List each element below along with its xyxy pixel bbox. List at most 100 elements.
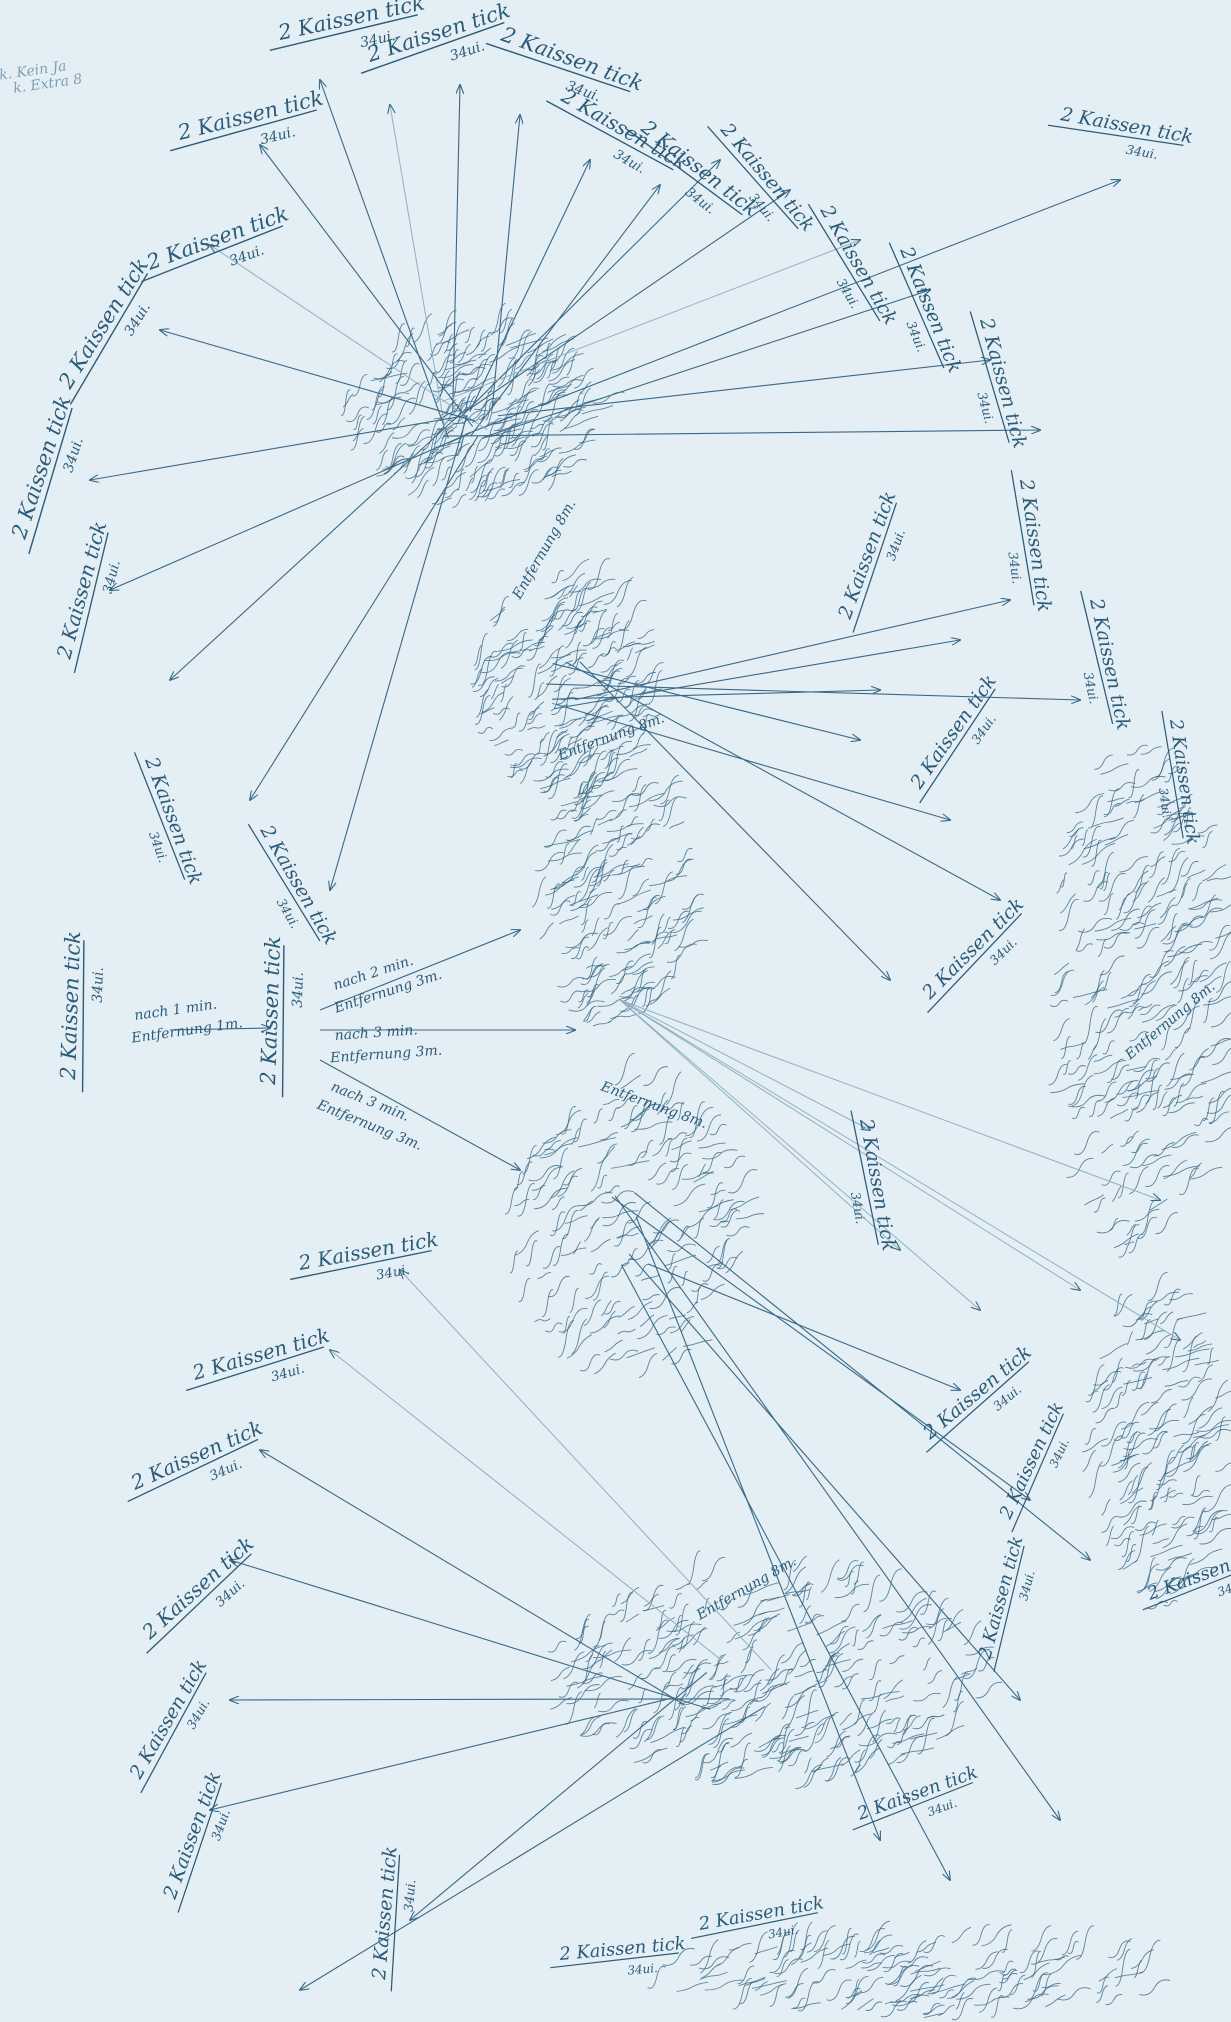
scribble-stroke (1154, 1143, 1175, 1156)
scribble-stroke (670, 1153, 691, 1162)
scribble-stroke (1164, 1319, 1182, 1348)
scribble-stroke (1145, 1069, 1158, 1103)
scribble-stroke (688, 1206, 718, 1228)
scribble-stroke (1066, 1158, 1093, 1177)
unit-label-title: 2 Kaissen tick (558, 1933, 687, 1965)
scribble-stroke (841, 1604, 859, 1621)
scribble-stroke (667, 859, 694, 881)
scribble-stroke (1097, 1098, 1114, 1116)
scribble-stroke (550, 874, 577, 889)
scribble-stroke (1160, 1312, 1173, 1324)
scribble-stroke (1190, 1441, 1208, 1462)
scribble-stroke (726, 1227, 749, 1236)
scribble-stroke (574, 1119, 587, 1142)
unit-label: 2 Kaissen tick34ui. (953, 305, 1031, 455)
scribble-stroke (1178, 1377, 1200, 1387)
scribble-stroke (540, 923, 554, 940)
unit-label: 2 Kaissen tick34ui. (994, 467, 1055, 616)
scribble-stroke (537, 1272, 551, 1278)
scribble-stroke (550, 377, 569, 384)
scribble-stroke (943, 1676, 958, 1707)
unit-label: 2 Kaissen tick34ui. (1064, 586, 1135, 736)
arrow (620, 1000, 1180, 1340)
scribble-stroke (1068, 1066, 1086, 1075)
scribble-stroke (560, 991, 582, 1002)
scribble-stroke (607, 613, 618, 638)
scribble-stroke (588, 579, 615, 588)
scribble-stroke (1131, 776, 1166, 787)
scribble-stroke (1124, 1506, 1140, 1525)
scribble-stroke (580, 1355, 600, 1371)
scribble-stroke (465, 328, 475, 343)
scribble-stroke (1024, 1963, 1050, 1980)
scribble-stroke (1151, 1292, 1179, 1301)
scribble-stroke (724, 1156, 745, 1168)
scribble-stroke (1139, 1940, 1160, 1973)
scribble-stroke (1129, 975, 1150, 1007)
scribble-stroke (664, 1255, 696, 1266)
scribble-stroke (1163, 1524, 1187, 1548)
scribble-stroke (508, 770, 523, 777)
scribble-stroke (649, 876, 687, 886)
scribble-stroke (1149, 852, 1163, 878)
scribble-stroke (1094, 1060, 1126, 1073)
unit-label-title: 2 Kaissen tick (855, 1116, 900, 1253)
scribble-stroke (630, 749, 647, 757)
scribble-stroke (546, 1323, 563, 1332)
scribble-stroke (1100, 764, 1128, 775)
scribble-stroke (1162, 1358, 1199, 1369)
scribble-stroke (446, 322, 465, 350)
scribble-stroke (851, 1581, 858, 1594)
scribble-stroke (481, 333, 491, 351)
arrow (170, 407, 468, 680)
scribble-stroke (1102, 1516, 1118, 1532)
scribble-stroke (509, 473, 519, 487)
scribble-stroke (1167, 1340, 1179, 1371)
scribble-stroke (499, 468, 509, 488)
scribble-stroke (621, 1587, 639, 1603)
scribble-stroke (861, 1692, 900, 1699)
scribble-stroke (1200, 1429, 1231, 1438)
scribble-stroke (656, 1618, 675, 1631)
scribble-stroke (1155, 1213, 1177, 1234)
scribble-stroke (382, 397, 392, 425)
scribble-stroke (709, 1654, 726, 1680)
scribble-stroke (582, 1655, 593, 1684)
scribble-stroke (1194, 1118, 1208, 1125)
scribble-stroke (655, 935, 677, 940)
scribble-stroke (781, 1643, 804, 1663)
scribble-stroke (862, 1977, 884, 1992)
scribble-stroke (1013, 1994, 1049, 2009)
scribble-stroke (1191, 1476, 1201, 1495)
arrow (471, 185, 660, 436)
unit-label: 2 Kaissen tick34ui. (117, 1415, 275, 1519)
scribble-stroke (733, 1979, 752, 2010)
scribble-stroke (662, 1347, 676, 1360)
scribble-stroke (696, 1581, 708, 1590)
scribble-stroke (594, 1353, 615, 1374)
scribble-stroke (953, 1691, 962, 1711)
scribble-stroke (559, 440, 596, 453)
scribble-stroke (466, 478, 473, 491)
arrow (443, 430, 1040, 436)
scribble-stroke (462, 364, 492, 374)
scribble-stroke (659, 1621, 689, 1639)
scribble-stroke (806, 1587, 812, 1600)
scribble-stroke (759, 1608, 784, 1615)
scribble-stroke (952, 1998, 973, 2019)
scribble-stroke (519, 1278, 531, 1301)
scribble-stroke (800, 1659, 816, 1666)
scribble-stroke (617, 577, 633, 607)
scribble-stroke (554, 719, 581, 726)
unit-label-subtitle: 34ui. (259, 124, 298, 148)
scribble-stroke (598, 1175, 608, 1188)
scribble-stroke (789, 1736, 809, 1741)
scribble-stroke (1112, 1186, 1121, 1202)
scribble-stroke (451, 372, 461, 400)
scribble-stroke (1150, 951, 1174, 978)
arrow (620, 1000, 980, 1310)
arrow (230, 1699, 729, 1700)
scribble-stroke (607, 824, 644, 832)
scribble-stroke (534, 1188, 567, 1209)
scribble-stroke (728, 1170, 757, 1193)
